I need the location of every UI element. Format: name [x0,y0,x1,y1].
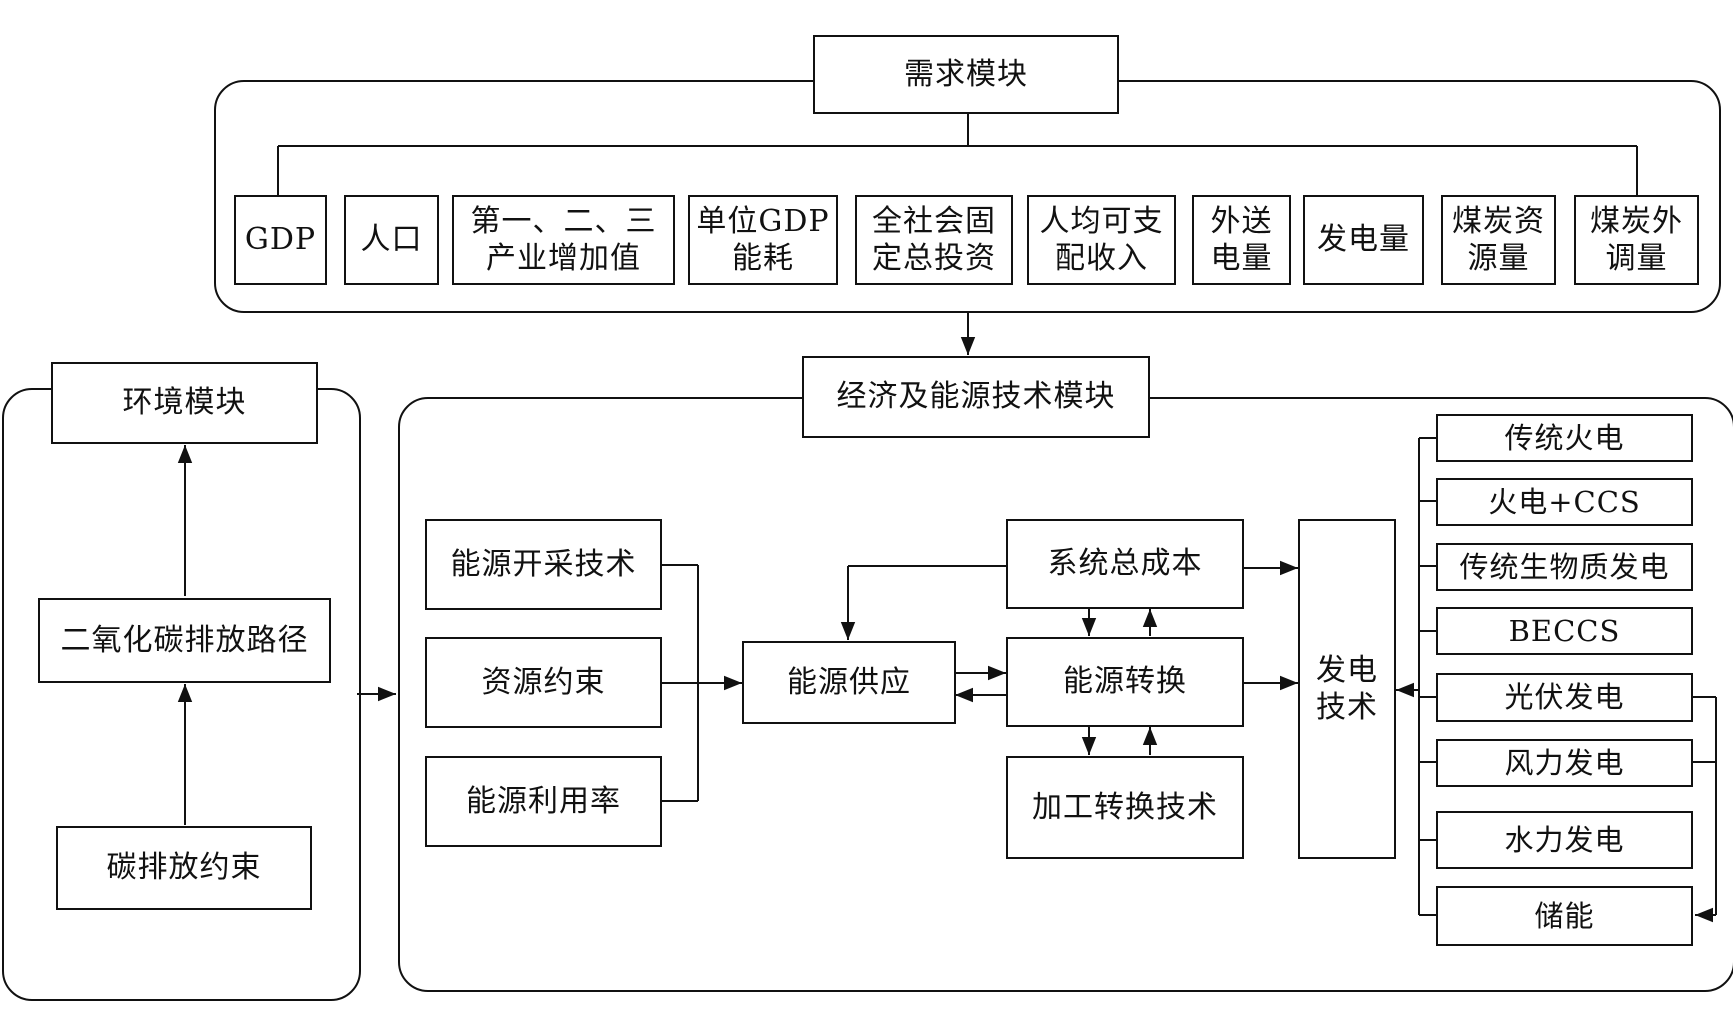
demand-item-label: 煤炭外 调量 [1590,203,1683,277]
energy-module-title: 经济及能源技术模块 [802,356,1150,438]
demand-item-label: 单位GDP 能耗 [696,203,830,277]
energy-conversion: 能源转换 [1006,637,1244,727]
system-total-cost: 系统总成本 [1006,519,1244,609]
power-generation-tech: 发电 技术 [1298,519,1396,859]
demand-item-label: 人口 [360,222,423,258]
demand-item-label: 煤炭资 源量 [1452,203,1545,277]
demand-item-coal-resources: 煤炭资 源量 [1441,195,1556,285]
demand-item-population: 人口 [344,195,439,285]
demand-item-gdp: GDP [234,195,327,285]
environment-module-title: 环境模块 [51,362,318,444]
power-generation-tech-label: 发电 技术 [1316,652,1378,726]
power-type-hydro: 水力发电 [1436,811,1693,869]
demand-item-disposable-income: 人均可支 配收入 [1027,195,1176,285]
demand-item-coal-export: 煤炭外 调量 [1574,195,1699,285]
power-type-traditional-thermal: 传统火电 [1436,414,1693,462]
demand-item-exported-power: 外送 电量 [1192,195,1291,285]
processing-conversion-tech: 加工转换技术 [1006,756,1244,859]
demand-item-fixed-investment: 全社会固 定总投资 [855,195,1013,285]
power-type-wind: 风力发电 [1436,739,1693,787]
carbon-emission-constraint: 碳排放约束 [56,826,312,910]
power-type-thermal-ccs: 火电+CCS [1436,478,1693,526]
demand-item-label: 第一、二、三 产业增加值 [470,203,657,277]
demand-item-label: 外送 电量 [1210,203,1273,277]
energy-supply: 能源供应 [742,641,956,724]
power-type-traditional-biomass: 传统生物质发电 [1436,543,1693,591]
demand-item-label: 人均可支 配收入 [1039,203,1164,277]
energy-utilization-rate: 能源利用率 [425,756,662,847]
demand-item-label: GDP [244,222,317,258]
demand-item-label: 全社会固 定总投资 [872,203,996,277]
demand-module-title: 需求模块 [813,35,1119,114]
demand-item-energy-per-gdp: 单位GDP 能耗 [688,195,838,285]
co2-emission-path: 二氧化碳排放路径 [38,598,331,683]
power-type-storage: 储能 [1436,886,1693,946]
power-type-beccs: BECCS [1436,607,1693,655]
demand-item-label: 发电量 [1317,222,1410,258]
power-type-solar: 光伏发电 [1436,673,1693,722]
energy-mining-tech: 能源开采技术 [425,519,662,610]
demand-item-power-generation: 发电量 [1303,195,1424,285]
demand-item-industry-value-added: 第一、二、三 产业增加值 [452,195,675,285]
resource-constraint: 资源约束 [425,637,662,728]
